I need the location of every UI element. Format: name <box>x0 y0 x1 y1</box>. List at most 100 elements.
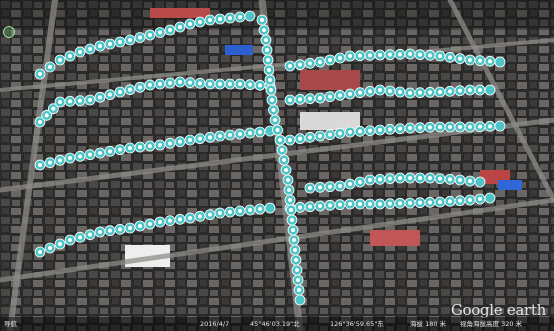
pin-marker-icon[interactable] <box>344 126 356 138</box>
pin-marker-icon[interactable] <box>124 84 136 96</box>
pin-marker-icon[interactable] <box>334 199 346 211</box>
pin-marker-icon[interactable] <box>164 77 176 89</box>
pin-marker-icon[interactable] <box>144 29 156 41</box>
pin-marker-icon[interactable] <box>254 203 266 215</box>
pin-marker-icon[interactable] <box>278 154 290 166</box>
pin-marker-icon[interactable] <box>294 201 306 213</box>
pin-marker-icon[interactable] <box>434 50 446 62</box>
pin-marker-icon[interactable] <box>284 194 296 206</box>
pin-marker-icon[interactable] <box>134 220 146 232</box>
pin-marker-icon[interactable] <box>64 152 76 164</box>
pin-marker-icon[interactable] <box>234 78 246 90</box>
pin-marker-icon[interactable] <box>164 215 176 227</box>
pin-marker-icon[interactable] <box>324 199 336 211</box>
pin-marker-icon[interactable] <box>484 55 496 67</box>
pin-marker-icon[interactable] <box>144 79 156 91</box>
pin-marker-icon[interactable] <box>324 129 336 141</box>
pin-marker-icon[interactable] <box>266 94 278 106</box>
pin-marker-icon[interactable] <box>414 197 426 209</box>
pin-marker-icon[interactable] <box>124 34 136 46</box>
pin-marker-icon[interactable] <box>394 172 406 184</box>
pin-marker-icon[interactable] <box>286 214 298 226</box>
pin-marker-icon[interactable] <box>265 84 277 96</box>
pin-marker-icon[interactable] <box>414 49 426 61</box>
pin-marker-icon[interactable] <box>154 27 166 38</box>
pin-marker-icon[interactable] <box>114 36 126 48</box>
pin-marker-icon[interactable] <box>268 104 279 116</box>
pin-marker-icon[interactable] <box>194 133 206 145</box>
pin-marker-icon[interactable] <box>84 229 96 241</box>
pin-marker-icon[interactable] <box>354 87 366 99</box>
pin-marker-icon[interactable] <box>364 174 376 186</box>
pin-marker-icon[interactable] <box>374 198 386 210</box>
pin-marker-icon[interactable] <box>174 76 186 88</box>
pin-marker-icon[interactable] <box>234 11 246 23</box>
pin-marker-icon[interactable] <box>174 136 186 148</box>
pin-marker-icon[interactable] <box>404 87 416 99</box>
pin-marker-icon[interactable] <box>224 12 236 24</box>
pin-marker-icon[interactable] <box>84 149 96 161</box>
pin-marker-icon[interactable] <box>344 50 356 62</box>
pin-marker-icon[interactable] <box>304 93 316 105</box>
pin-marker-icon[interactable] <box>184 18 196 30</box>
pin-marker-icon[interactable] <box>41 109 53 121</box>
pin-marker-icon[interactable] <box>384 85 396 97</box>
pin-marker-icon[interactable] <box>454 121 466 133</box>
pin-marker-icon[interactable] <box>262 54 274 66</box>
pin-marker-icon[interactable] <box>324 91 336 103</box>
pin-marker-icon[interactable] <box>414 172 426 184</box>
pin-marker-icon[interactable] <box>474 176 486 188</box>
pin-marker-icon[interactable] <box>494 56 506 68</box>
pin-marker-icon[interactable] <box>304 182 316 194</box>
pin-marker-icon[interactable] <box>282 174 294 186</box>
pin-marker-icon[interactable] <box>314 200 326 212</box>
pin-marker-icon[interactable] <box>214 207 226 219</box>
pin-marker-icon[interactable] <box>84 94 96 106</box>
pin-marker-icon[interactable] <box>134 141 146 153</box>
pin-marker-icon[interactable] <box>484 120 496 132</box>
pin-marker-icon[interactable] <box>287 224 299 236</box>
pin-marker-icon[interactable] <box>194 210 206 222</box>
pin-marker-icon[interactable] <box>384 123 396 135</box>
pin-marker-icon[interactable] <box>374 173 386 185</box>
pin-marker-icon[interactable] <box>184 212 196 224</box>
pin-marker-icon[interactable] <box>294 59 306 71</box>
pin-marker-icon[interactable] <box>394 123 406 135</box>
pin-marker-icon[interactable] <box>464 175 476 187</box>
pin-marker-icon[interactable] <box>204 131 216 143</box>
pin-marker-icon[interactable] <box>272 124 283 136</box>
pin-marker-icon[interactable] <box>276 144 288 156</box>
pin-marker-icon[interactable] <box>384 198 396 210</box>
pin-marker-icon[interactable] <box>404 122 416 134</box>
pin-marker-icon[interactable] <box>444 195 456 207</box>
pin-marker-icon[interactable] <box>394 86 406 98</box>
pin-marker-icon[interactable] <box>474 193 486 205</box>
pin-marker-icon[interactable] <box>284 134 296 146</box>
pin-marker-icon[interactable] <box>314 130 326 142</box>
pin-marker-icon[interactable] <box>184 134 196 146</box>
pin-marker-icon[interactable] <box>234 205 246 217</box>
pin-marker-icon[interactable] <box>54 96 66 108</box>
pin-marker-icon[interactable] <box>64 50 76 62</box>
pin-marker-icon[interactable] <box>256 14 268 26</box>
pin-marker-icon[interactable] <box>374 84 386 96</box>
pin-marker-icon[interactable] <box>104 225 116 237</box>
pin-marker-icon[interactable] <box>324 181 336 193</box>
pin-marker-icon[interactable] <box>464 121 476 133</box>
pin-marker-icon[interactable] <box>224 206 236 218</box>
pin-marker-icon[interactable] <box>54 238 66 250</box>
pin-marker-icon[interactable] <box>354 125 366 137</box>
pin-marker-icon[interactable] <box>293 284 305 296</box>
pin-marker-icon[interactable] <box>344 178 356 190</box>
pin-marker-icon[interactable] <box>314 92 326 104</box>
pin-marker-icon[interactable] <box>434 86 446 98</box>
pin-marker-icon[interactable] <box>444 121 456 133</box>
pin-marker-icon[interactable] <box>34 116 46 128</box>
pin-marker-icon[interactable] <box>204 209 216 221</box>
pin-marker-icon[interactable] <box>94 226 106 238</box>
pin-marker-icon[interactable] <box>354 198 366 210</box>
pin-marker-icon[interactable] <box>204 14 216 26</box>
pin-marker-icon[interactable] <box>184 77 196 89</box>
pin-marker-icon[interactable] <box>394 197 406 209</box>
